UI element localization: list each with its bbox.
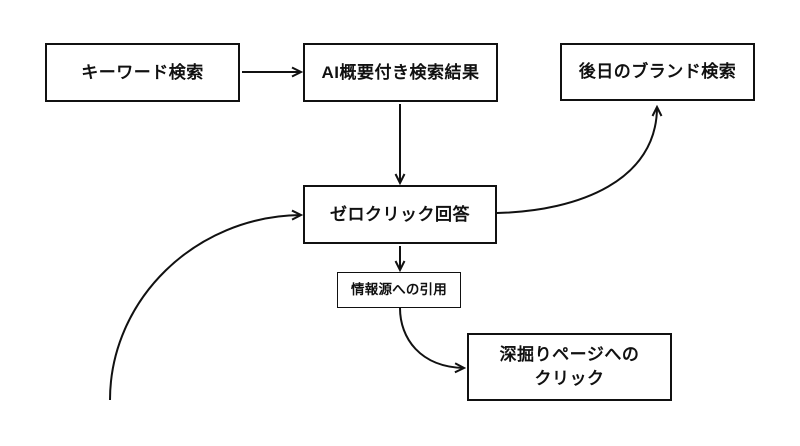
edge-zero-click-to-brand-search bbox=[496, 107, 657, 214]
node-zero-click-answer-label: ゼロクリック回答 bbox=[330, 204, 470, 224]
node-ai-overview-results: AI概要付き検索結果 bbox=[303, 43, 498, 102]
node-zero-click-answer: ゼロクリック回答 bbox=[303, 185, 497, 244]
node-later-brand-search-label: 後日のブランド検索 bbox=[578, 62, 737, 82]
edge-bottom-left-to-zero-click bbox=[109, 215, 301, 401]
node-source-citation: 情報源への引用 bbox=[337, 272, 461, 308]
node-later-brand-search: 後日のブランド検索 bbox=[560, 43, 755, 101]
edge-citation-to-deep-dive bbox=[399, 307, 464, 368]
node-keyword-search-label: キーワード検索 bbox=[81, 62, 204, 82]
node-keyword-search: キーワード検索 bbox=[45, 43, 240, 102]
node-deep-dive-click: 深掘りページへの クリック bbox=[467, 333, 672, 401]
node-ai-overview-results-label: AI概要付き検索結果 bbox=[321, 62, 480, 82]
node-deep-dive-click-label-line2: クリック bbox=[534, 369, 605, 388]
node-deep-dive-click-label-line1: 深掘りページへの bbox=[499, 345, 640, 365]
node-source-citation-label: 情報源への引用 bbox=[351, 281, 447, 297]
